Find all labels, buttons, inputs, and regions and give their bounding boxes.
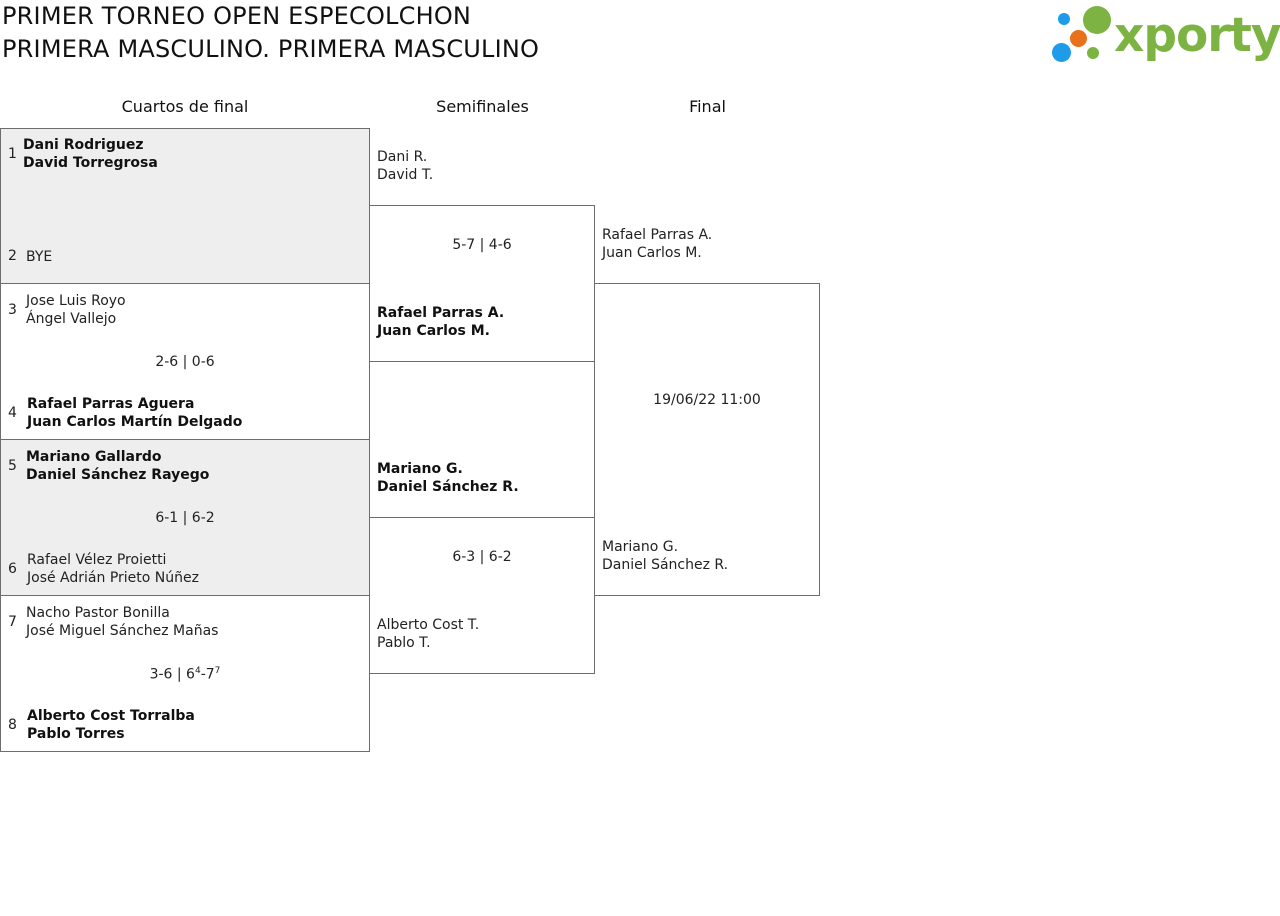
final-match[interactable]: 19/06/22 11:00 Mariano G. Daniel Sánchez… [594,283,820,596]
score-set-end: -7 [200,666,215,683]
team-player-2: Ángel Vallejo [26,311,117,327]
match-score: 3-6 | 64-77 [1,666,369,683]
logo-dot-blue-small [1058,13,1070,25]
team-player-1: Rafael Vélez Proietti [27,552,167,568]
team-player-2: José Miguel Sánchez Mañas [26,623,219,639]
match-score: 5-7 | 4-6 [452,237,512,253]
semifinal-match-2[interactable]: 6-3 | 6-2 Alberto Cost T. Pablo T. [369,517,595,674]
seed-number: 2 [8,248,17,264]
team-player-1: Alberto Cost Torralba [27,708,195,724]
seed-number: 5 [8,458,17,474]
seed-number: 6 [8,561,17,577]
quarterfinal-match-4[interactable]: 7 Nacho Pastor Bonilla José Miguel Sánch… [0,595,370,752]
tiebreak-score: 7 [214,666,221,676]
team-player-2: Juan Carlos Martín Delgado [27,414,243,430]
team-player-1: Rafael Parras Aguera [27,396,195,412]
final-team: Rafael Parras A. [602,227,713,243]
team-player-2: Juan Carlos M. [377,323,490,339]
seed-number: 1 [8,146,17,162]
team-player-1: Rafael Parras A. [377,305,505,321]
team-player-2: Pablo Torres [27,726,125,742]
team-player-1: Jose Luis Royo [26,293,126,309]
xporty-logo[interactable]: xporty [1050,4,1280,68]
seed-number: 8 [8,717,17,733]
logo-dot-orange [1070,30,1087,47]
quarterfinal-match-1[interactable]: 1 Dani Rodriguez David Torregrosa 2 BYE [0,128,370,284]
round-title-final: Final [689,97,726,116]
team-player-1: Mariano Gallardo [26,449,162,465]
semifinal-match-1[interactable]: 5-7 | 4-6 Rafael Parras A. Juan Carlos M… [369,205,595,362]
team-player-2: Pablo T. [377,635,431,651]
semifinal-team: David T. [377,167,434,183]
logo-dot-blue-large [1052,43,1071,62]
match-score: 2-6 | 0-6 [155,354,215,370]
round-title-semifinals: Semifinales [436,97,529,116]
team-player-2: José Adrián Prieto Núñez [27,570,199,586]
semifinal-team: Dani R. [377,149,428,165]
team-player-1: Nacho Pastor Bonilla [26,605,170,621]
category-title: PRIMERA MASCULINO. PRIMERA MASCULINO [2,35,540,63]
final-team: Juan Carlos M. [602,245,702,261]
logo-dot-green-small [1087,47,1099,59]
seed-number: 7 [8,614,17,630]
team-player-2: Daniel Sánchez R. [602,557,729,573]
tiebreak-score: 4 [194,666,201,676]
team-player-2: David Torregrosa [23,155,158,171]
team-player-2: Daniel Sánchez Rayego [26,467,210,483]
quarterfinal-match-2[interactable]: 3 Jose Luis Royo Ángel Vallejo 2-6 | 0-6… [0,283,370,440]
seed-number: 3 [8,302,17,318]
quarterfinal-match-3[interactable]: 5 Mariano Gallardo Daniel Sánchez Rayego… [0,439,370,596]
team-player-1: Dani Rodriguez [23,137,144,153]
semifinal-team: Mariano G. [377,461,463,477]
logo-dot-green [1083,6,1111,34]
score-sets: 3-6 | 6 [149,666,195,683]
tournament-title: PRIMER TORNEO OPEN ESPECOLCHON [2,2,472,30]
semifinal-team: Daniel Sánchez R. [377,479,519,495]
logo-wordmark: xporty [1114,8,1280,63]
round-title-quarterfinals: Cuartos de final [121,97,249,116]
match-schedule: 19/06/22 11:00 [653,392,761,408]
team-player-1: BYE [26,249,53,265]
match-score: 6-1 | 6-2 [155,510,215,526]
team-player-1: Alberto Cost T. [377,617,480,633]
team-player-1: Mariano G. [602,539,679,555]
seed-number: 4 [8,405,17,421]
match-score: 6-3 | 6-2 [452,549,512,565]
